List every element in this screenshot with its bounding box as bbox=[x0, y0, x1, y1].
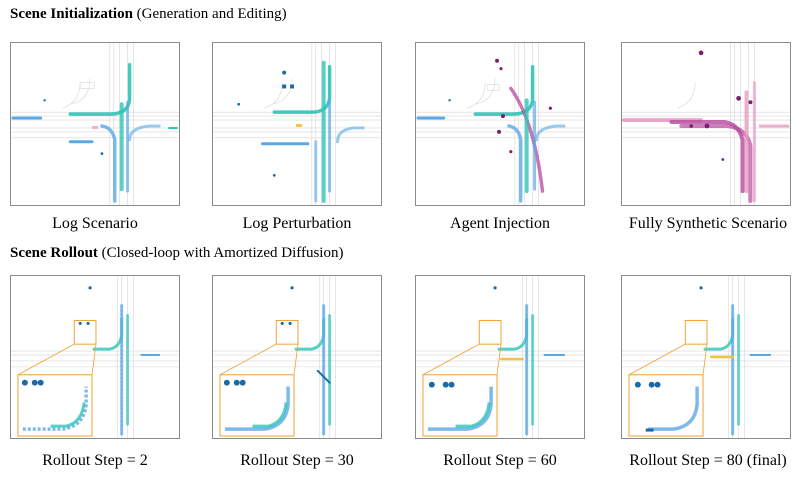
panel-rollout-step-60 bbox=[415, 275, 585, 439]
section-title-init-bold: Scene Initialization bbox=[10, 6, 133, 22]
caption-log-perturbation: Log Perturbation bbox=[242, 215, 352, 232]
scene-map-log-perturbation bbox=[213, 43, 381, 205]
inset-zoom bbox=[634, 381, 699, 432]
rollout-map-step-30 bbox=[213, 276, 381, 438]
panel-rollout-step-2 bbox=[10, 275, 180, 439]
caption-log-scenario: Log Scenario bbox=[52, 215, 138, 232]
caption-rollout-step-80: Rollout Step = 80 (final) bbox=[629, 452, 787, 469]
section-title-rollout-bold: Scene Rollout bbox=[10, 245, 98, 261]
inset-zoom bbox=[427, 381, 493, 431]
inset-zoom bbox=[21, 379, 88, 431]
caption-rollout-step-60: Rollout Step = 60 bbox=[443, 452, 557, 469]
scene-map-log-scenario bbox=[11, 43, 179, 205]
inset-zoom bbox=[223, 379, 290, 431]
section-title-rollout: Scene Rollout (Closed-loop with Amortize… bbox=[10, 245, 343, 262]
rollout-map-step-80 bbox=[622, 276, 790, 438]
panel-fully-synthetic bbox=[621, 42, 791, 206]
rollout-map-step-2 bbox=[11, 276, 179, 438]
panel-agent-injection bbox=[415, 42, 585, 206]
caption-agent-injection: Agent Injection bbox=[450, 215, 550, 232]
section-title-rollout-rest: (Closed-loop with Amortized Diffusion) bbox=[101, 245, 344, 261]
panel-rollout-step-80 bbox=[621, 275, 791, 439]
panel-log-scenario bbox=[10, 42, 180, 206]
scene-map-fully-synthetic bbox=[622, 43, 790, 205]
panel-log-perturbation bbox=[212, 42, 382, 206]
rollout-map-step-60 bbox=[416, 276, 584, 438]
scene-map-agent-injection bbox=[416, 43, 584, 205]
section-title-init: Scene Initialization (Generation and Edi… bbox=[10, 6, 287, 23]
panel-rollout-step-30 bbox=[212, 275, 382, 439]
caption-fully-synthetic: Fully Synthetic Scenario bbox=[628, 215, 788, 232]
caption-rollout-step-30: Rollout Step = 30 bbox=[240, 452, 354, 469]
section-title-init-rest: (Generation and Editing) bbox=[136, 6, 287, 22]
caption-rollout-step-2: Rollout Step = 2 bbox=[42, 452, 148, 469]
